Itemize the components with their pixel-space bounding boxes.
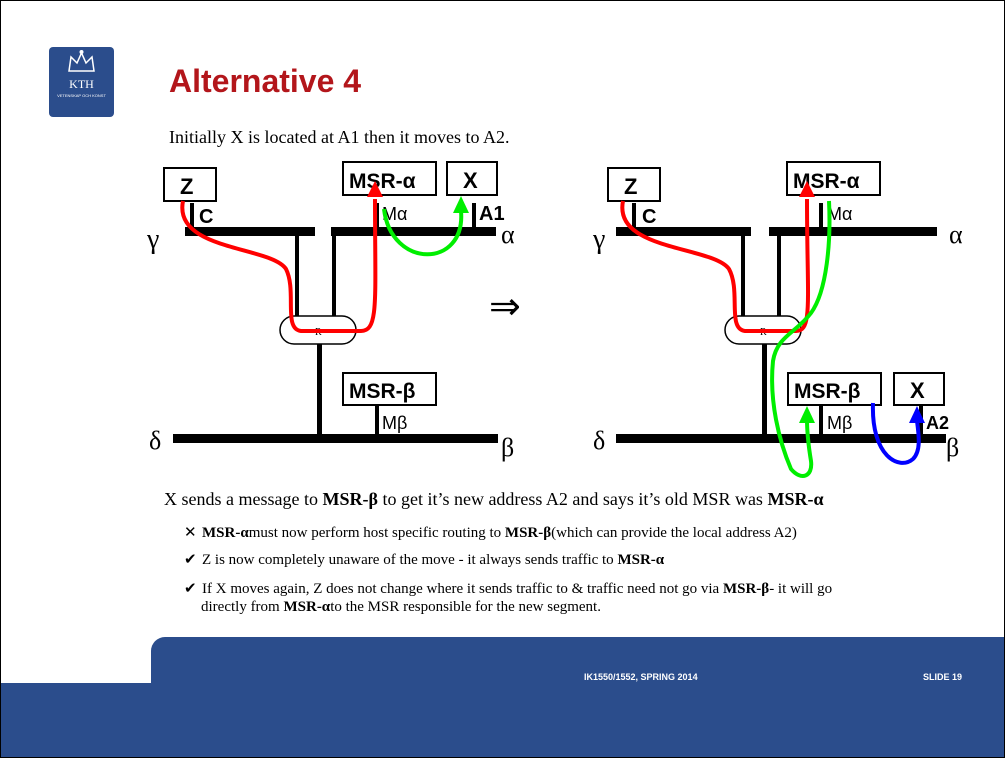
port-mbeta-right: Mβ bbox=[827, 413, 852, 433]
host-x-right: X bbox=[910, 378, 925, 403]
green-path-left bbox=[382, 208, 464, 257]
implies-arrow: ⇒ bbox=[489, 284, 521, 328]
segment-alpha-right bbox=[769, 227, 937, 236]
host-x-box-left bbox=[446, 161, 498, 196]
main-statement: X sends a message to MSR-β to get it’s n… bbox=[164, 489, 824, 509]
msr-beta-box-right bbox=[787, 372, 882, 406]
label-alpha-left: α bbox=[501, 220, 515, 249]
port-mbeta-left: Mβ bbox=[382, 413, 407, 433]
label-gamma-left: γ bbox=[146, 224, 159, 255]
slide-title: Alternative 4 bbox=[169, 63, 362, 99]
cross-icon: ✕ bbox=[184, 523, 197, 541]
msr-beta-box-left bbox=[342, 372, 437, 406]
logo-subtext: VETENSKAP OCH KONST bbox=[57, 93, 106, 98]
bullet-pro-2-continued: directly from MSR-αto the MSR responsibl… bbox=[201, 599, 601, 615]
label-gamma-right: γ bbox=[592, 224, 605, 255]
red-path-right bbox=[620, 198, 811, 333]
msr-beta-right: MSR-β bbox=[794, 380, 861, 403]
msr-alpha-box-left bbox=[342, 161, 437, 196]
logo-text: KTH bbox=[69, 77, 94, 91]
port-c-left: C bbox=[199, 206, 213, 228]
bullet-con-1: ✕MSR-αmust now perform host specific rou… bbox=[184, 523, 797, 541]
host-x-left: X bbox=[463, 168, 478, 193]
blue-path-right bbox=[870, 402, 921, 465]
label-beta-right: β bbox=[946, 433, 959, 462]
host-z-left: Z bbox=[180, 174, 193, 199]
label-alpha-right: α bbox=[949, 220, 963, 249]
label-beta-left: β bbox=[501, 433, 514, 462]
segment-beta-left bbox=[173, 434, 498, 443]
segment-alpha-left bbox=[331, 227, 496, 236]
right-network: R Z MSR-α MSR-β X C Mα Mβ A2 γ α δ β bbox=[592, 161, 963, 478]
segment-gamma-left bbox=[185, 227, 315, 236]
host-z-right: Z bbox=[624, 174, 637, 199]
footer-course: IK1550/1552, SPRING 2014 bbox=[584, 672, 698, 682]
green-path-right bbox=[770, 200, 832, 478]
red-path-left bbox=[180, 198, 378, 333]
footer-slide-number: SLIDE 19 bbox=[923, 672, 963, 682]
network-diagram: R Z MSR-α X MSR-β C Mα A1 Mβ γ α δ β bbox=[146, 161, 963, 478]
port-malpha-right: Mα bbox=[827, 204, 852, 224]
segment-gamma-right bbox=[616, 227, 751, 236]
footer-tab bbox=[151, 637, 1004, 697]
kth-logo: KTH VETENSKAP OCH KONST bbox=[49, 47, 114, 117]
left-network: R Z MSR-α X MSR-β C Mα A1 Mβ γ α δ β bbox=[146, 161, 515, 462]
host-x-box-right bbox=[893, 372, 945, 406]
bullet-pro-2: ✔If X moves again, Z does not change whe… bbox=[184, 579, 833, 597]
intro-text: Initially X is located at A1 then it mov… bbox=[169, 127, 510, 147]
label-delta-left: δ bbox=[149, 426, 161, 455]
msr-beta-left: MSR-β bbox=[349, 380, 416, 403]
crown-icon bbox=[68, 50, 95, 72]
host-z-box-left bbox=[163, 167, 217, 202]
port-malpha-left: Mα bbox=[382, 204, 407, 224]
bullet-pro-1: ✔Z is now completely unaware of the move… bbox=[184, 550, 665, 568]
port-c-right: C bbox=[642, 206, 656, 228]
label-delta-right: δ bbox=[593, 426, 605, 455]
port-a2-right: A2 bbox=[926, 413, 949, 433]
msr-alpha-box-right bbox=[786, 161, 881, 196]
check-icon: ✔ bbox=[184, 579, 197, 597]
port-a1-left: A1 bbox=[479, 203, 505, 225]
host-z-box-right bbox=[607, 167, 661, 202]
msr-alpha-left: MSR-α bbox=[349, 170, 416, 193]
check-icon: ✔ bbox=[184, 550, 197, 568]
